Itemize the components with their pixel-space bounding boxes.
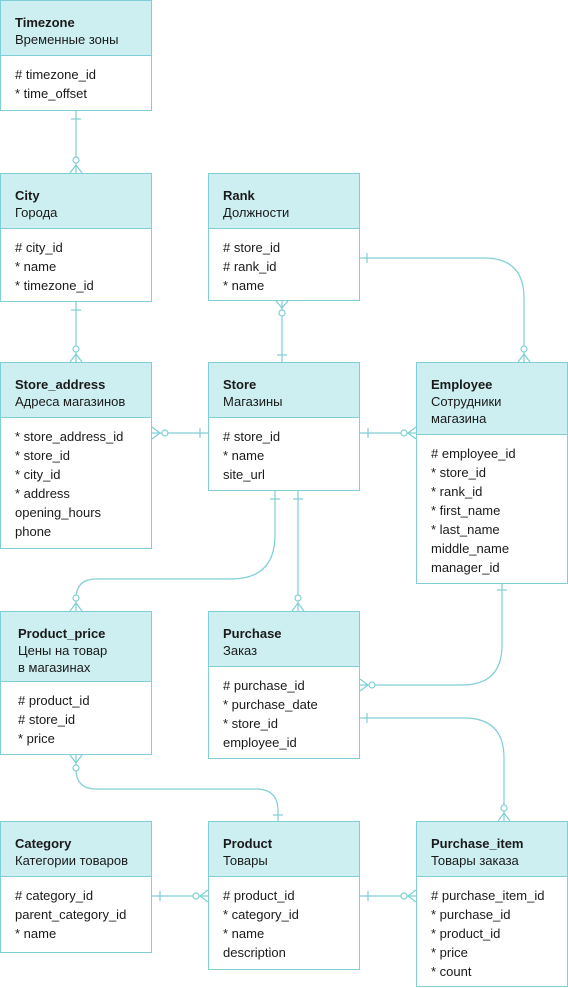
- entity-name: Purchase: [223, 626, 282, 641]
- attribute: * first_name: [431, 503, 501, 518]
- attribute: # category_id: [15, 888, 94, 903]
- attribute: * category_id: [223, 907, 299, 922]
- entity-description: Должности: [223, 205, 290, 220]
- attribute: # employee_id: [431, 446, 516, 461]
- attribute: # purchase_id: [223, 678, 305, 693]
- entity-name: Product: [223, 836, 273, 851]
- entity-name: Product_price: [18, 626, 106, 641]
- attribute: * rank_id: [431, 484, 483, 499]
- entity-purchase[interactable]: Purchase Заказ # purchase_id * purchase_…: [208, 611, 360, 759]
- attribute: * price: [18, 731, 55, 746]
- attribute: * name: [223, 926, 265, 941]
- attribute: * store_id: [223, 716, 278, 731]
- entity-description: Цены на товар: [18, 643, 108, 658]
- entity-name: Employee: [431, 377, 493, 392]
- rel-store-store-address: [151, 426, 208, 440]
- rel-product-product-price: [69, 754, 283, 821]
- entity-description: в магазинах: [18, 660, 91, 675]
- entity-description: Магазины: [223, 394, 283, 409]
- entity-description: Заказ: [223, 643, 258, 658]
- attribute: * name: [223, 278, 265, 293]
- entity-name: City: [15, 188, 40, 203]
- attribute: * product_id: [431, 926, 501, 941]
- entity-description: Товары: [223, 853, 268, 868]
- attribute: opening_hours: [15, 505, 102, 520]
- rel-purchase-purchase-item: [360, 713, 511, 822]
- entity-category[interactable]: Category Категории товаров # category_id…: [0, 821, 152, 953]
- entity-rank[interactable]: Rank Должности # store_id # rank_id * na…: [208, 173, 360, 301]
- entity-name: Category: [15, 836, 72, 851]
- attribute: * store_address_id: [15, 429, 124, 444]
- entity-store[interactable]: Store Магазины # store_id * name site_ur…: [208, 362, 360, 491]
- entity-store-address[interactable]: Store_address Адреса магазинов * store_a…: [0, 362, 152, 549]
- entity-name: Rank: [223, 188, 255, 203]
- attribute: parent_category_id: [15, 907, 127, 922]
- rel-city-store-address: [69, 302, 83, 363]
- rel-rank-employee: [360, 253, 531, 363]
- entity-timezone[interactable]: Timezone Временные зоны # timezone_id * …: [0, 0, 152, 111]
- attribute: * name: [223, 448, 265, 463]
- entity-description: Категории товаров: [15, 853, 129, 868]
- entity-description: Товары заказа: [431, 853, 519, 868]
- attribute: # purchase_item_id: [431, 888, 545, 903]
- attribute: employee_id: [223, 735, 297, 750]
- rel-employee-purchase: [359, 584, 507, 692]
- rel-product-purchase-item: [360, 889, 417, 903]
- attribute: phone: [15, 524, 52, 539]
- attribute: # store_id: [223, 429, 281, 444]
- attribute: # store_id: [18, 712, 76, 727]
- rel-store-purchase: [291, 491, 305, 612]
- entity-product-price[interactable]: Product_price Цены на товар в магазинах …: [0, 611, 152, 755]
- attribute: manager_id: [431, 560, 500, 575]
- attribute: * store_id: [431, 465, 486, 480]
- attribute: * last_name: [431, 522, 500, 537]
- attribute: * store_id: [15, 448, 70, 463]
- attribute: # timezone_id: [15, 67, 96, 82]
- attribute: * name: [15, 259, 57, 274]
- entity-name: Store: [223, 377, 257, 392]
- rel-timezone-city: [69, 111, 83, 174]
- entity-name: Purchase_item: [431, 836, 524, 851]
- attribute: * purchase_date: [223, 697, 318, 712]
- entity-name: Timezone: [15, 15, 75, 30]
- entity-employee[interactable]: Employee Сотрудники магазина # employee_…: [416, 362, 568, 584]
- entity-city[interactable]: City Города # city_id * name * timezone_…: [0, 173, 152, 302]
- entity-name: Store_address: [15, 377, 106, 392]
- attribute: # product_id: [223, 888, 295, 903]
- attribute: * purchase_id: [431, 907, 511, 922]
- attribute: * count: [431, 964, 472, 979]
- entity-description: магазина: [431, 411, 487, 426]
- rel-category-product: [152, 889, 209, 903]
- entity-description: Адреса магазинов: [15, 394, 126, 409]
- attribute: site_url: [223, 467, 265, 482]
- attribute: # rank_id: [223, 259, 277, 274]
- attribute: description: [223, 945, 286, 960]
- attribute: # store_id: [223, 240, 281, 255]
- attribute: * address: [15, 486, 70, 501]
- entity-purchase-item[interactable]: Purchase_item Товары заказа # purchase_i…: [416, 821, 568, 987]
- rel-store-employee: [360, 426, 417, 440]
- attribute: * time_offset: [15, 86, 88, 101]
- attribute: middle_name: [431, 541, 510, 556]
- attribute: # product_id: [18, 693, 90, 708]
- entity-description: Временные зоны: [15, 32, 119, 47]
- rel-store-rank: [275, 300, 289, 362]
- entity-description: Города: [15, 205, 58, 220]
- entity-description: Сотрудники: [431, 394, 502, 409]
- attribute: * name: [15, 926, 57, 941]
- attribute: * timezone_id: [15, 278, 94, 293]
- attribute: * price: [431, 945, 468, 960]
- attribute: # city_id: [15, 240, 63, 255]
- entity-product[interactable]: Product Товары # product_id * category_i…: [208, 821, 360, 970]
- attribute: * city_id: [15, 467, 61, 482]
